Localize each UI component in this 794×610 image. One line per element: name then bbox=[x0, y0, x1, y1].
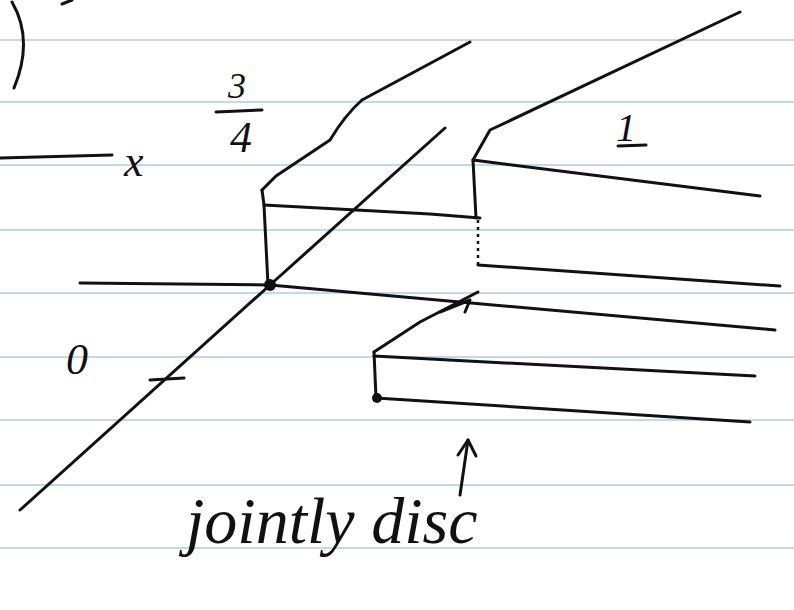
value-label: 0 bbox=[66, 338, 88, 382]
fraction-numerator: 3 bbox=[228, 68, 246, 104]
axis-label: x bbox=[124, 140, 144, 184]
value-label: 1 bbox=[616, 108, 636, 148]
point-dot bbox=[372, 393, 382, 403]
point-dot bbox=[264, 279, 276, 291]
slab-drawing bbox=[0, 0, 780, 510]
ruled-lines bbox=[0, 40, 794, 548]
fraction-denominator: 4 bbox=[230, 116, 252, 160]
dashed-edge bbox=[477, 220, 480, 265]
note-text: jointly disc bbox=[186, 488, 477, 554]
